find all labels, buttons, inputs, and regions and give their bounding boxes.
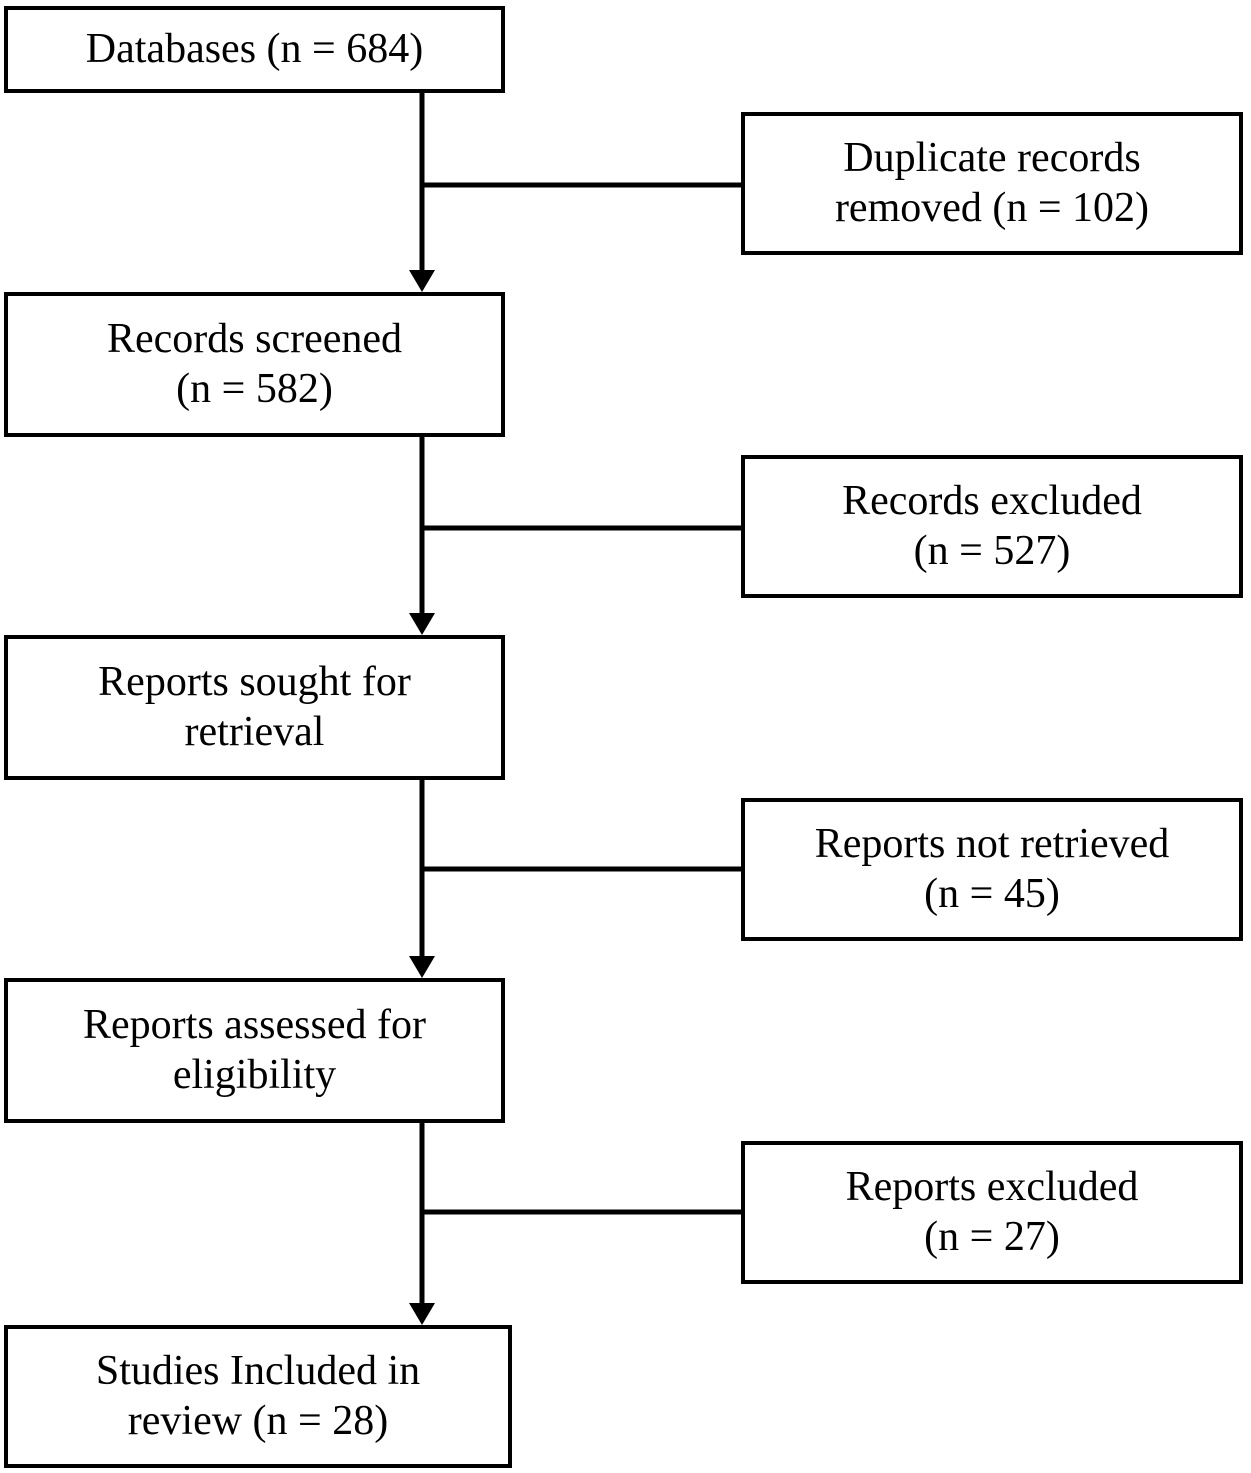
flow-box-assessed: Reports assessed for eligibility	[4, 978, 505, 1123]
flow-box-included: Studies Included in review (n = 28)	[4, 1325, 512, 1468]
flow-box-duplicates-removed: Duplicate records removed (n = 102)	[741, 112, 1243, 255]
connector-conn-1	[409, 93, 741, 292]
flow-box-sought: Reports sought for retrieval	[4, 635, 505, 780]
flow-box-label: Duplicate records removed (n = 102)	[834, 134, 1150, 231]
connector-conn-3	[409, 780, 741, 978]
connector-arrowhead	[409, 956, 435, 978]
flow-box-label: Reports excluded (n = 27)	[845, 1163, 1139, 1260]
flow-box-label: Reports sought for retrieval	[98, 658, 411, 755]
flow-box-label: Records excluded (n = 527)	[842, 477, 1142, 574]
connector-arrowhead	[409, 1303, 435, 1325]
flow-box-label: Records screened (n = 582)	[106, 315, 403, 412]
connector-conn-2	[409, 437, 741, 635]
flow-box-identification: Databases (n = 684)	[4, 6, 505, 93]
flow-box-records-excluded: Records excluded (n = 527)	[741, 455, 1243, 598]
flow-box-label: Reports not retrieved (n = 45)	[814, 820, 1170, 917]
connector-conn-4	[409, 1123, 741, 1325]
connector-arrowhead	[409, 270, 435, 292]
flow-box-label: Studies Included in review (n = 28)	[95, 1347, 421, 1444]
flow-box-reports-excluded: Reports excluded (n = 27)	[741, 1141, 1243, 1284]
connector-arrowhead	[409, 613, 435, 635]
flow-box-label: Reports assessed for eligibility	[83, 1001, 426, 1098]
flow-box-label: Databases (n = 684)	[85, 25, 424, 72]
flow-box-screened: Records screened (n = 582)	[4, 292, 505, 437]
flow-box-reports-not-retrieved: Reports not retrieved (n = 45)	[741, 798, 1243, 941]
